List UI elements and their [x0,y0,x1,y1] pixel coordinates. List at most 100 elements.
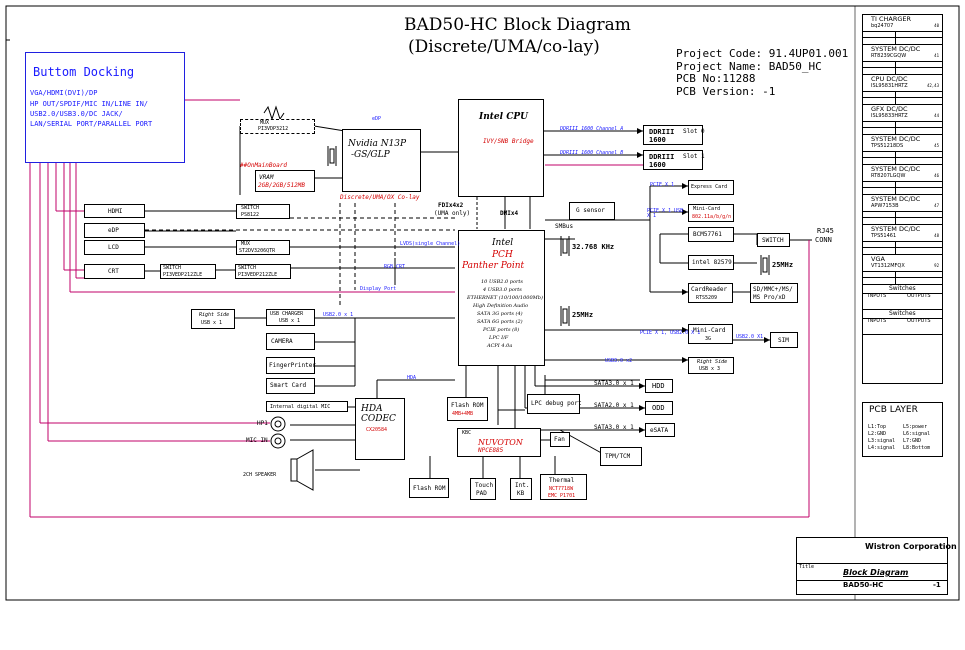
pch-feature-4: SATA 3G ports (4) [477,311,523,317]
power-section-part: APW7153B [871,203,899,209]
ddr-channel-b: DDRIII 1600 Channel B [560,150,624,156]
mini-card-3g-line2: 3G [705,336,712,342]
usb-right-top-line2: USB x 1 [201,320,223,326]
power-section-part: RT8207LGQW [871,173,906,179]
usb-right-bottom-line2: USB x 3 [699,366,721,372]
lcd-connector: LCD [84,240,145,255]
pch-feature-7: LPC I/F [489,335,509,341]
switches-title: Switches [889,285,916,292]
hdmi-connector: HDMI [84,204,145,218]
thermal-line3: EMC P1701 [548,493,576,499]
pch-feature-2: ETHERNET (10/100/1000Mb) [467,295,543,301]
clock-25m-pch: 25MHz [572,311,594,319]
lcd-label: LCD [108,244,119,251]
pch-feature-8: ACPI 4.0a [487,343,513,349]
pcb-layer-title: PCB LAYER [869,405,918,415]
fan-block: Fan [550,432,570,447]
camera-block: CAMERA [266,333,315,350]
switches-inputs: INPUTS [868,293,887,299]
pcb-layer-l6: L6:signal [903,431,931,437]
ddr1-slot: Slot 1 [683,153,705,160]
intkb-line1: Int. [515,482,530,489]
esata-block: eSATA [645,423,675,437]
odd-label: ODD [652,404,665,412]
power-section-part: ISL95833HRTZ [871,113,908,119]
usb20-label-1: USB2.0 x 1 [323,312,354,318]
title-block-label: Title [799,564,815,570]
crt-switch-2-line1: SWITCH [238,265,257,271]
smartcard-block: Smart Card [266,378,315,394]
kbc-label: KBC [462,430,472,436]
pcb-layer-l5: L5:power [903,424,928,430]
lpc-debug-block: LPC debug port [527,394,582,414]
hdd-label: HDD [652,382,665,390]
switches-inputs: INPUTS [868,318,887,324]
vram-size: 2GB/2GB/512MB [258,182,305,189]
ddr0-type: DDRIII [649,128,675,136]
power-section-part: ISL95831HRTZ [871,83,908,89]
nvidia-gpu-block: Nvidia N13P -GS/GLP [342,129,421,192]
docking-title: Buttom Docking [33,65,135,79]
lcd-mux-line1: MUX [241,241,251,247]
company-name: Wistron Corporation [865,542,957,551]
power-section-title: SYSTEM DC/DC [871,135,921,143]
crt-connector: CRT [84,264,145,279]
cardreader-block: CardReader RTS5209 [688,283,733,303]
mini-card-3g: Mini-Card 3G [688,324,733,344]
usb-right-bottom: Right Side USB x 3 [688,357,734,374]
sata-label-3: SATA3.0 x 1 [594,424,634,431]
switches-outputs: OUTPUTS [907,293,931,299]
power-section-part: VT1312MFQX [871,263,905,269]
crt-switch-1-line1: SWITCH [163,265,182,271]
project-name: Project Name: BAD50_HC [676,60,822,73]
speaker-label: 2CH SPEAKER [243,472,277,478]
hdmi-switch-line2: PS8122 [241,212,260,218]
nuvoton-line2: NPCE885 [478,447,504,454]
mux-top: MUX PI3VDP3212 [240,119,315,134]
flash-rom-top: Flash ROM 4MB+4MB [447,397,488,421]
flash-rom-top-line2: 4MB+4MB [452,411,474,417]
sd-mmc-line2: MS Pro/xD [753,294,786,301]
mini-card-wlan-label: Mini-Card [693,206,721,212]
pch-feature-1: 4 USB3.0 ports [483,287,522,293]
project-code: Project Code: 91.4UP01.001 [676,47,849,60]
ddr-slot-1: DDRIII 1600 Slot 1 [643,150,705,170]
sim-block: SIM [770,332,798,348]
nvidia-line2: -GS/GLP [351,150,390,160]
express-card-label: Express Card [691,184,728,190]
intel82579-block: intel 82579 [688,255,734,270]
title-block-title: Block Diagram [843,568,909,577]
pcie-x1-label: PCIE X 1 [650,182,675,188]
power-section-page: 92 [934,263,939,268]
nuvoton-kbc-block: KBC NUVOTON NPCE885 [457,428,541,457]
pcb-version: PCB Version: -1 [676,85,776,98]
lcd-mux-line2: ST2DV3206QTR [239,248,276,254]
cpu-label: Intel CPU [479,112,528,122]
rj45-line2: CONN [815,236,832,244]
bcm-label: BCM57761 [693,231,722,238]
usb-sim-label: USB2.0 X1 [736,334,764,340]
power-section-page: 40 [934,23,939,28]
esata-label: eSATA [650,427,669,434]
docking-line-0: VGA/HDMI(DVI)/DP [30,89,98,97]
edp-connector-label: eDP [108,227,119,234]
flash-rom-top-line1: Flash ROM [451,402,484,409]
touchpad-line1: Touch [475,482,494,489]
pcb-layer-l2: L2:GND [868,431,887,437]
sd-mmc-block: SD/MMC+/MS/ MS Pro/xD [750,283,798,303]
sd-mmc-line1: SD/MMC+/MS/ [753,286,793,293]
ddr-slot-0: DDRIII 1600 Slot 0 [643,125,705,145]
flash-rom-bottom: Flash ROM [409,478,449,498]
crt-switch-1: SWITCH PI3VEDP212ZLE [160,264,216,279]
smartcard-label: Smart Card [270,382,307,389]
pcie-usb-label: PCIE X 1 USB X 1 [647,208,684,219]
title-block-doc: BAD50-HC [843,581,884,589]
title-block-rev: -1 [933,581,941,589]
bcm-lan-block: BCM57761 [688,227,734,242]
hdmi-switch-line1: SWITCH [241,205,260,211]
cardreader-line1: CardReader [691,286,728,293]
